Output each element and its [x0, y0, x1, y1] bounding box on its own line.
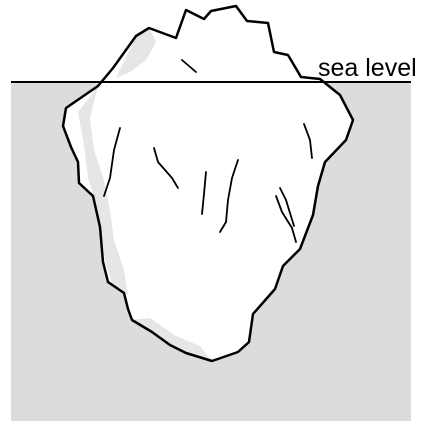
- sea-level-label: sea level: [318, 54, 417, 82]
